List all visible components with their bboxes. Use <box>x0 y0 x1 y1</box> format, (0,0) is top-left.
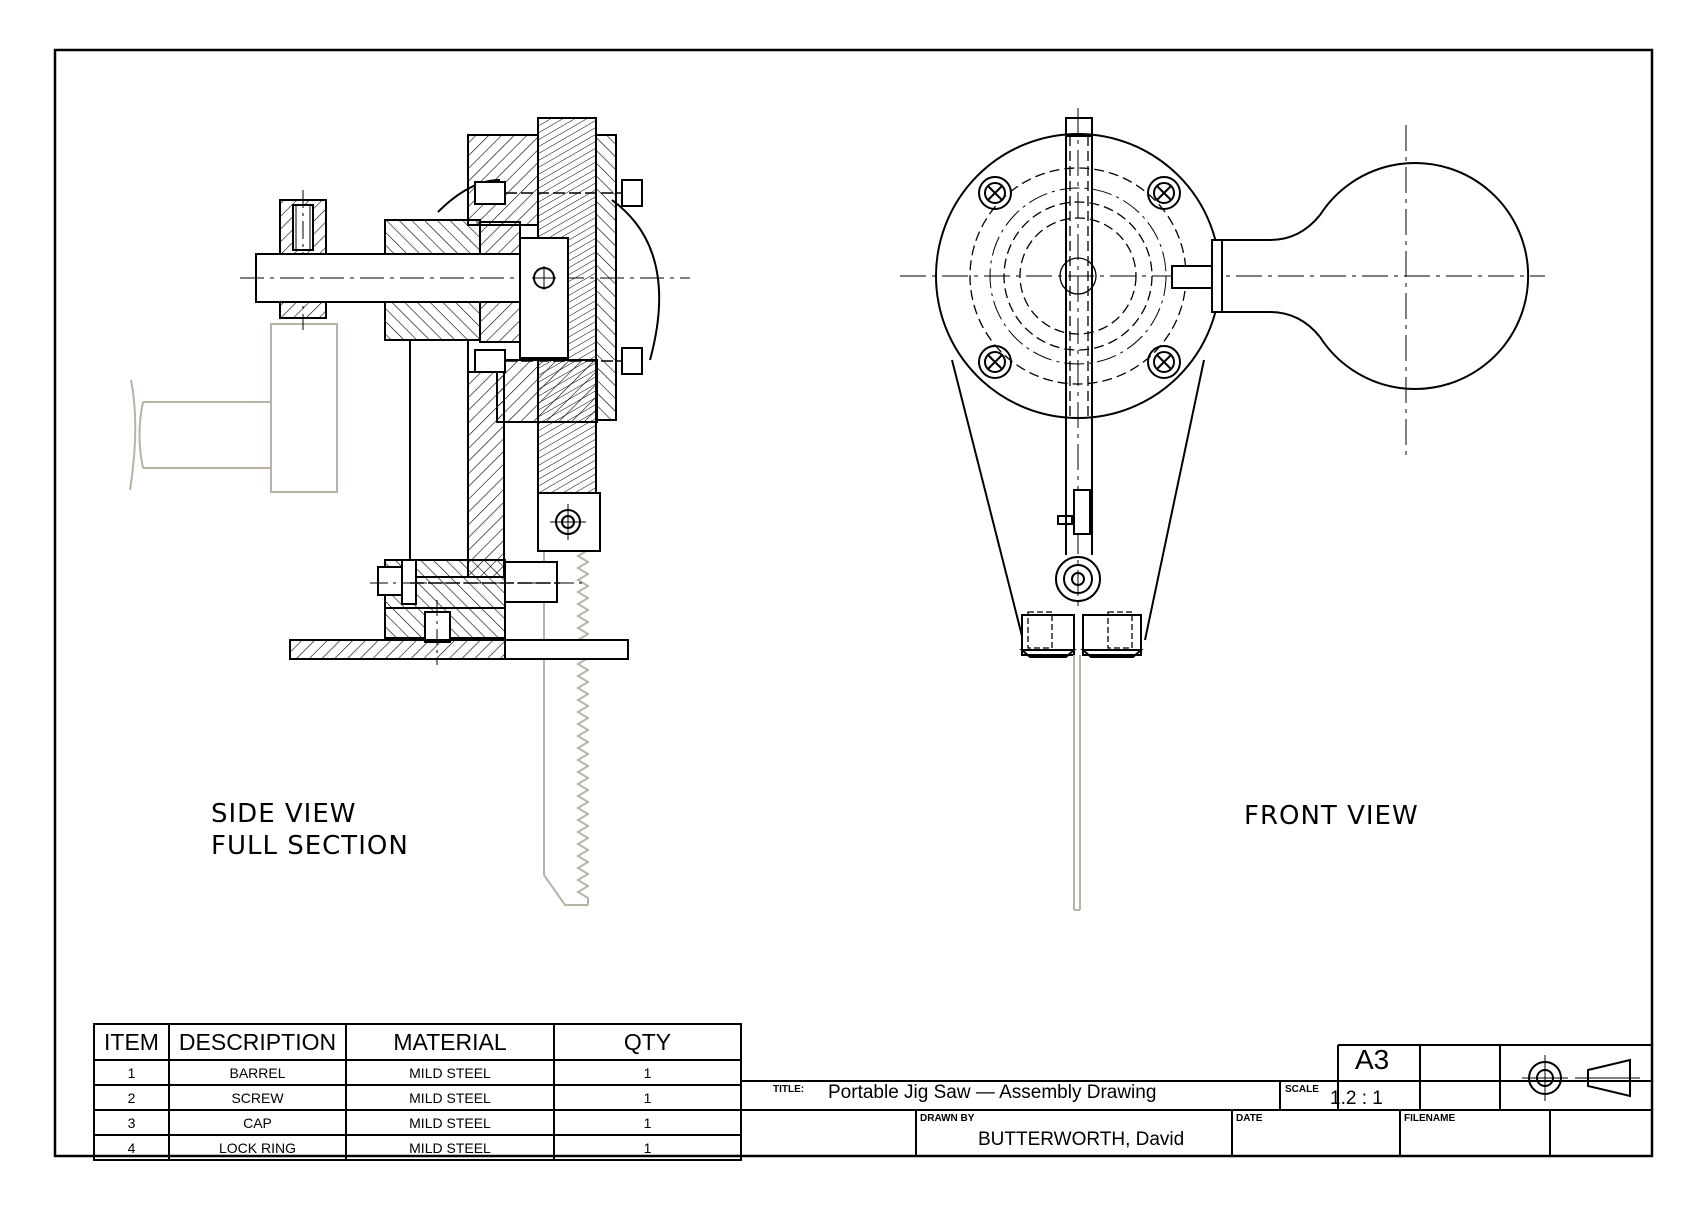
cell-description: CAP <box>168 1109 347 1136</box>
parts-list-table: ITEM DESCRIPTION MATERIAL QTY 1 BARREL M… <box>93 1023 742 1161</box>
table-row: 1 BARREL MILD STEEL 1 <box>93 1059 742 1086</box>
cell-description: LOCK RING <box>168 1134 347 1161</box>
front-view <box>900 108 1545 911</box>
table-row: 3 CAP MILD STEEL 1 <box>93 1109 742 1136</box>
side-view-label-line2: FULL SECTION <box>211 831 409 861</box>
cell-qty: 1 <box>553 1109 742 1136</box>
side-view-label: SIDE VIEW FULL SECTION <box>211 798 409 862</box>
cell-material: MILD STEEL <box>345 1109 555 1136</box>
cell-material: MILD STEEL <box>345 1134 555 1161</box>
date-label: DATE <box>1236 1113 1263 1124</box>
sheet-size: A3 <box>1355 1044 1390 1075</box>
cell-item: 2 <box>93 1084 170 1111</box>
header-qty: QTY <box>553 1023 742 1061</box>
cell-description: SCREW <box>168 1084 347 1111</box>
table-row: 4 LOCK RING MILD STEEL 1 <box>93 1134 742 1161</box>
scale-value: 1.2 : 1 <box>1330 1088 1383 1109</box>
cell-qty: 1 <box>553 1084 742 1111</box>
cell-item: 4 <box>93 1134 170 1161</box>
phantom-handle <box>129 323 338 493</box>
cell-item: 3 <box>93 1109 170 1136</box>
filename-label: FILENAME <box>1404 1113 1456 1124</box>
cell-material: MILD STEEL <box>345 1084 555 1111</box>
title-block-frame <box>740 1044 1653 1156</box>
first-angle-projection-symbol <box>1522 1055 1640 1101</box>
header-item: ITEM <box>93 1023 170 1061</box>
cell-material: MILD STEEL <box>345 1059 555 1086</box>
drawing-title: Portable Jig Saw — Assembly Drawing <box>828 1082 1157 1103</box>
cell-qty: 1 <box>553 1134 742 1161</box>
drawn-by-label: DRAWN BY <box>920 1113 975 1124</box>
front-view-label: FRONT VIEW <box>1244 801 1419 831</box>
bolt-holes <box>978 176 1181 379</box>
sheet-border <box>53 48 1654 1158</box>
side-view-label-line1: SIDE VIEW <box>211 799 357 829</box>
scale-label: SCALE <box>1285 1084 1319 1095</box>
header-description: DESCRIPTION <box>168 1023 347 1061</box>
header-material: MATERIAL <box>345 1023 555 1061</box>
side-view-section <box>129 117 690 906</box>
cell-description: BARREL <box>168 1059 347 1086</box>
parts-list-header-row: ITEM DESCRIPTION MATERIAL QTY <box>93 1023 742 1061</box>
table-row: 2 SCREW MILD STEEL 1 <box>93 1084 742 1111</box>
drawn-by-value: BUTTERWORTH, David <box>978 1129 1185 1150</box>
cell-item: 1 <box>93 1059 170 1086</box>
cell-qty: 1 <box>553 1059 742 1086</box>
title-label: TITLE: <box>773 1084 805 1095</box>
